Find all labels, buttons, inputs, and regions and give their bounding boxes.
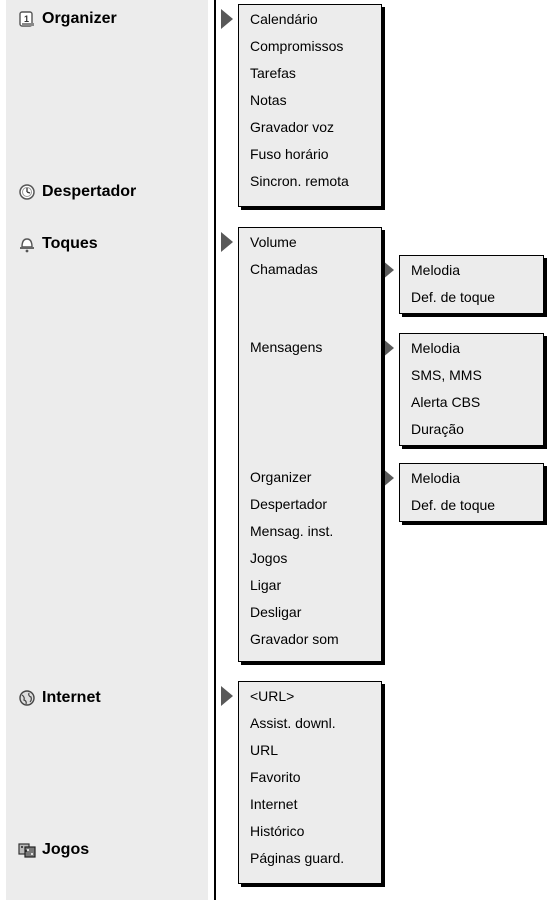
expand-arrow-icon bbox=[221, 9, 233, 29]
category-organizer[interactable]: 1 Organizer bbox=[18, 10, 117, 28]
menu-item-mensag-inst[interactable]: Mensag. inst. bbox=[250, 523, 334, 539]
expand-arrow-icon bbox=[382, 338, 394, 358]
menu-item-def-de-toque[interactable]: Def. de toque bbox=[411, 497, 496, 513]
alarm-clock-icon bbox=[18, 183, 36, 201]
menu-item-despertador[interactable]: Despertador bbox=[250, 496, 328, 512]
menu-item-tarefas[interactable]: Tarefas bbox=[250, 65, 296, 81]
category-label: Organizer bbox=[42, 10, 117, 27]
menu-item-chamadas[interactable]: Chamadas bbox=[250, 261, 318, 277]
category-label: Toques bbox=[42, 235, 98, 252]
menu-item-compromissos[interactable]: Compromissos bbox=[250, 38, 344, 54]
menu-item-melodia[interactable]: Melodia bbox=[411, 262, 461, 278]
svg-text:1: 1 bbox=[24, 14, 29, 24]
menu-item-notas[interactable]: Notas bbox=[250, 92, 287, 108]
expand-arrow-icon bbox=[221, 232, 233, 252]
expand-arrow-icon bbox=[382, 260, 394, 280]
menu-item-favorito[interactable]: Favorito bbox=[250, 769, 301, 785]
menu-item-sincron-remota[interactable]: Sincron. remota bbox=[250, 173, 349, 189]
menu-item-melodia[interactable]: Melodia bbox=[411, 340, 461, 356]
organizer-submenu: Calendário Compromissos Tarefas Notas Gr… bbox=[238, 4, 382, 207]
left-category-column bbox=[6, 0, 208, 900]
toques-submenu: Volume Chamadas Mensagens Organizer Desp… bbox=[238, 227, 382, 662]
menu-item-gravador-som[interactable]: Gravador som bbox=[250, 631, 339, 647]
dice-icon bbox=[18, 841, 36, 859]
bell-icon bbox=[18, 235, 36, 253]
menu-item-historico[interactable]: Histórico bbox=[250, 823, 305, 839]
menu-item-desligar[interactable]: Desligar bbox=[250, 604, 302, 620]
organizer-tone-submenu: Melodia Def. de toque bbox=[399, 463, 544, 522]
menu-item-fuso-horario[interactable]: Fuso horário bbox=[250, 146, 329, 162]
menu-item-melodia[interactable]: Melodia bbox=[411, 470, 461, 486]
menu-item-assist-downl[interactable]: Assist. downl. bbox=[250, 715, 336, 731]
menu-item-alerta-cbs[interactable]: Alerta CBS bbox=[411, 394, 481, 410]
expand-arrow-icon bbox=[221, 686, 233, 706]
menu-item-url[interactable]: URL bbox=[250, 742, 279, 758]
globe-icon bbox=[18, 689, 36, 707]
category-label: Internet bbox=[42, 689, 101, 706]
menu-item-gravador-voz[interactable]: Gravador voz bbox=[250, 119, 335, 135]
expand-arrow-icon bbox=[382, 468, 394, 488]
menu-item-jogos[interactable]: Jogos bbox=[250, 550, 288, 566]
menu-item-ligar[interactable]: Ligar bbox=[250, 577, 282, 593]
menu-item-def-de-toque[interactable]: Def. de toque bbox=[411, 289, 496, 305]
organizer-notebook-icon: 1 bbox=[18, 10, 36, 28]
divider-line bbox=[214, 0, 216, 900]
menu-item-organizer[interactable]: Organizer bbox=[250, 469, 312, 485]
menu-item-duracao[interactable]: Duração bbox=[411, 421, 464, 437]
category-internet[interactable]: Internet bbox=[18, 689, 101, 707]
menu-item-calendario[interactable]: Calendário bbox=[250, 11, 318, 27]
category-jogos[interactable]: Jogos bbox=[18, 841, 89, 859]
mensagens-submenu: Melodia SMS, MMS Alerta CBS Duração bbox=[399, 333, 544, 446]
menu-item-sms-mms[interactable]: SMS, MMS bbox=[411, 367, 482, 383]
menu-item-paginas-guard[interactable]: Páginas guard. bbox=[250, 850, 345, 866]
category-despertador[interactable]: Despertador bbox=[18, 183, 136, 201]
internet-submenu: <URL> Assist. downl. URL Favorito Intern… bbox=[238, 681, 382, 884]
category-label: Jogos bbox=[42, 841, 90, 858]
menu-item-mensagens[interactable]: Mensagens bbox=[250, 339, 323, 355]
menu-item-url-placeholder[interactable]: <URL> bbox=[250, 688, 295, 704]
category-toques[interactable]: Toques bbox=[18, 235, 98, 253]
menu-item-volume[interactable]: Volume bbox=[250, 234, 297, 250]
chamadas-submenu: Melodia Def. de toque bbox=[399, 255, 544, 314]
category-label: Despertador bbox=[42, 183, 137, 200]
menu-item-internet[interactable]: Internet bbox=[250, 796, 298, 812]
